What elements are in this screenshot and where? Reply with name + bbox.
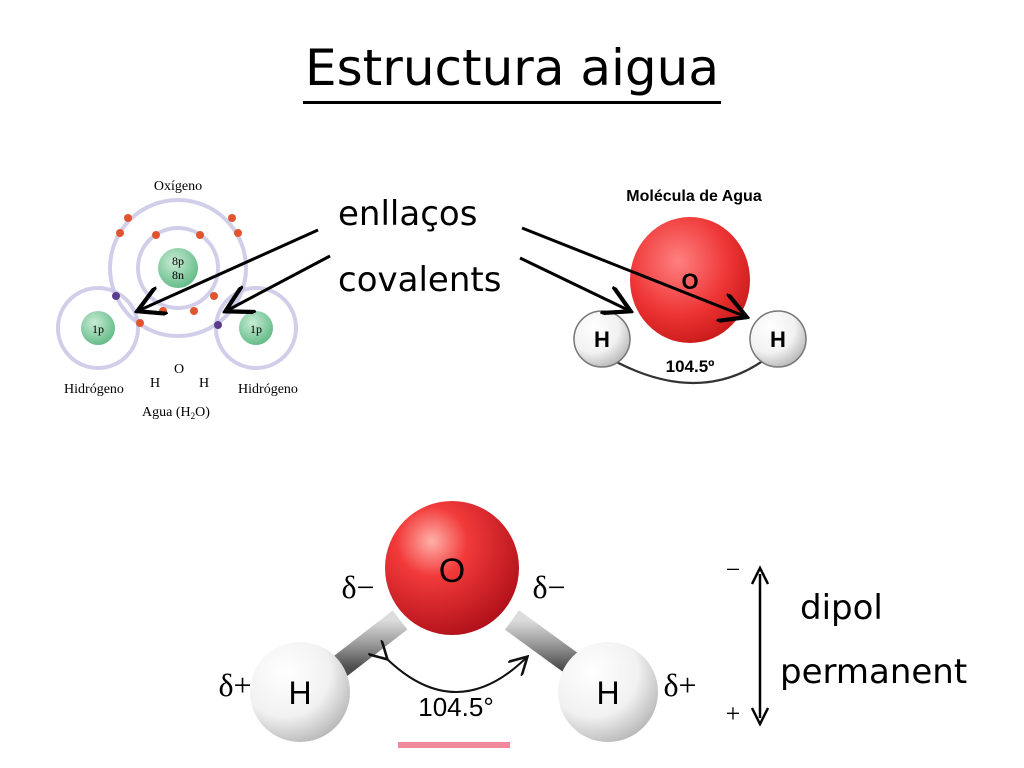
dipole-arrow-down	[750, 707, 770, 727]
hydrogen-right-atom-bottom	[558, 642, 658, 742]
bond-right-bottom	[504, 610, 586, 678]
hydrogen-left-label: Hidrógeno	[64, 382, 124, 397]
dipole-axis: − +	[726, 555, 770, 728]
formula-caption: Agua (H2O)	[142, 405, 210, 421]
bond-label-line2: covalents	[338, 260, 502, 300]
hydrogen-left-symbol-top: H	[594, 327, 610, 352]
molecule-bottom: O H H 104.5° δ− δ− δ+ δ+	[218, 501, 697, 748]
bond-left-bottom	[330, 610, 408, 678]
bond-label-line1: enllaços	[338, 194, 478, 234]
delta-minus-right: δ−	[532, 569, 565, 605]
oxygen-nucleus	[158, 248, 198, 288]
molecule-top: Molécula de Agua O H H 104.5º	[573, 188, 807, 385]
arrow-to-top-left-bond	[519, 256, 628, 310]
slide-title-text: Estructura aigua	[303, 39, 721, 104]
slide-title: Estructura aigua	[0, 32, 1024, 104]
angle-arc-top	[601, 353, 773, 385]
dipole-label-line1: dipol	[800, 588, 883, 628]
oxygen-label: Oxígeno	[154, 179, 202, 194]
hydrogen-right-atom-top	[749, 310, 807, 368]
delta-plus-left: δ+	[218, 667, 251, 703]
dipole-plus-sign: +	[726, 699, 741, 728]
hydrogen-left-nucleus	[81, 311, 115, 345]
dipole-minus-sign: −	[726, 555, 741, 584]
arrow-to-top-right-bond	[521, 226, 744, 316]
arrow-to-left-bond	[140, 228, 319, 310]
hydrogen-left-nucleus-label: 1p	[92, 322, 104, 336]
delta-minus-left: δ−	[341, 569, 374, 605]
angle-label-bottom: 104.5°	[418, 692, 493, 722]
formula-h-left: H	[150, 376, 160, 391]
hydrogen-right-symbol-top: H	[770, 327, 786, 352]
angle-label-top: 104.5º	[666, 357, 715, 376]
hydrogen-left-orbit	[56, 286, 140, 370]
oxygen-symbol-top: O	[681, 269, 698, 294]
hydrogen-right-label: Hidrógeno	[238, 382, 298, 397]
hydrogen-left-atom-bottom	[250, 642, 350, 742]
oxygen-nucleus-protons: 8p	[172, 254, 184, 268]
oxygen-atom-bottom	[385, 501, 519, 635]
bond-pointer-arrows	[140, 226, 744, 316]
molecule-top-title: Molécula de Agua	[626, 188, 762, 205]
hydrogen-electrons	[112, 292, 222, 329]
oxygen-nucleus-neutrons: 8n	[172, 268, 184, 282]
hydrogen-right-nucleus	[239, 311, 273, 345]
dipole-label-line2: permanent	[780, 652, 968, 692]
arrow-to-right-bond	[228, 254, 331, 310]
hydrogen-right-nucleus-label: 1p	[250, 322, 262, 336]
oxygen-inner-orbit	[136, 226, 220, 310]
angle-arc-bottom	[386, 658, 526, 693]
formula-o: O	[174, 362, 184, 377]
formula-h-right: H	[199, 376, 209, 391]
bottom-strip	[398, 742, 510, 748]
hydrogen-right-symbol-bottom: H	[596, 675, 619, 711]
oxygen-outer-orbit	[108, 198, 248, 338]
dipole-arrow-up	[750, 565, 770, 585]
delta-plus-right: δ+	[663, 667, 696, 703]
oxygen-symbol-bottom: O	[439, 552, 465, 590]
bohr-diagram: Oxígeno 8p 8n 1p 1p	[56, 179, 298, 421]
hydrogen-left-symbol-bottom: H	[288, 675, 311, 711]
